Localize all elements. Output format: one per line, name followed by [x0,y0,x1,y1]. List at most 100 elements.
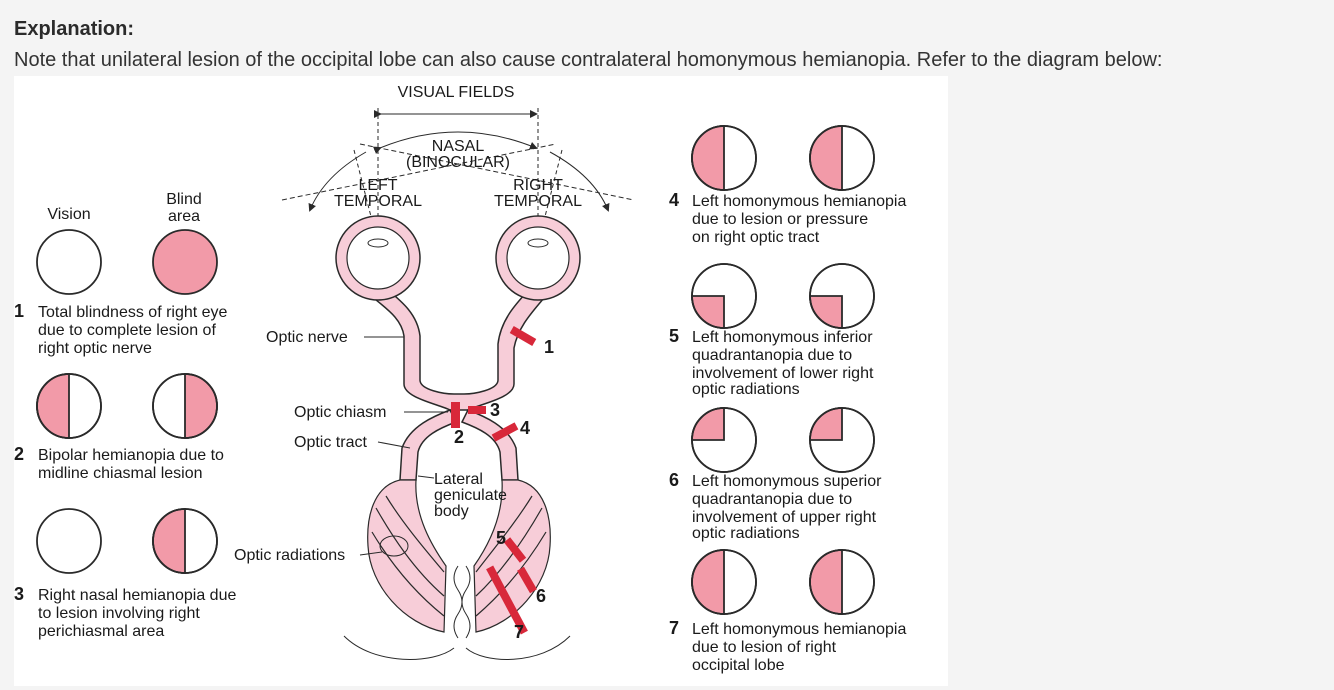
explanation-heading: Explanation: [14,18,135,40]
occipital-outline-right [465,635,571,660]
case6-left-eye-field [691,407,757,473]
case7-right-eye-field [809,549,875,615]
left-label: LEFT [358,177,397,194]
case3-left-eye-field [36,508,102,574]
visual-pathway-diagram: VISUAL FIELDS NASAL (BINOCULAR) LEFT TEM… [14,76,948,686]
optic-radiations-loop [379,535,409,557]
svg-text:due to lesion of right: due to lesion of right [692,639,837,656]
lesion-mark-1 [509,326,537,346]
svg-text:on right optic tract: on right optic tract [692,229,820,246]
svg-text:Right nasal hemianopia due: Right nasal hemianopia due [38,587,236,604]
svg-text:occipital lobe: occipital lobe [692,657,785,674]
svg-text:1: 1 [14,301,24,321]
svg-text:6: 6 [669,470,679,490]
optic-radiations-label: Optic radiations [234,547,345,564]
svg-text:4: 4 [669,190,679,210]
case-1-caption: 1 Total blindness of right eye due to co… [14,301,228,357]
case5-right-eye-field [809,263,875,329]
occipital-outline-left [343,635,455,660]
svg-text:Bipolar hemianopia due to: Bipolar hemianopia due to [38,447,224,464]
left-field-circles [36,229,218,574]
case-7-caption: 7 Left homonymous hemianopia due to lesi… [669,618,906,674]
optic-tract-leader [377,441,411,449]
lesion-mark-5 [503,537,527,563]
case5-left-eye-field [691,263,757,329]
case4-left-eye-field [691,125,757,191]
right-eye [495,215,581,301]
blind-column-header-area: area [168,208,200,225]
lesion-marks [451,326,537,635]
binocular-label: (BINOCULAR) [406,154,510,171]
midline-squiggle-right [461,565,471,639]
case-5-caption: 5 Left homonymous inferior quadrantanopi… [669,326,874,398]
svg-text:quadrantanopia due to: quadrantanopia due to [692,491,852,508]
case2-left-eye-field [36,373,102,439]
lesion-mark-2 [451,402,460,428]
optic-radiations-left [367,479,447,633]
svg-text:due to lesion or pressure: due to lesion or pressure [692,211,868,228]
case1-left-eye-field [36,229,102,295]
case-2-caption: 2 Bipolar hemianopia due to midline chia… [14,444,224,482]
lesion-number-6: 6 [536,586,546,606]
svg-text:midline chiasmal lesion: midline chiasmal lesion [38,465,203,482]
svg-text:Total blindness of right eye: Total blindness of right eye [38,304,228,321]
svg-text:due to complete lesion of: due to complete lesion of [38,322,216,339]
nasal-label: NASAL [432,138,485,155]
left-temporal-arc [308,151,367,212]
lesion-number-4: 4 [520,418,530,438]
svg-text:2: 2 [14,444,24,464]
lesion-number-1: 1 [544,337,554,357]
visual-pathway-svg: VISUAL FIELDS NASAL (BINOCULAR) LEFT TEM… [14,84,906,674]
svg-text:to lesion involving right: to lesion involving right [38,605,200,622]
optic-chiasm-label: Optic chiasm [294,404,386,421]
explanation-note: Note that unilateral lesion of the occip… [14,49,1163,71]
nasal-arc [372,131,538,154]
case-3-caption: 3 Right nasal hemianopia due to lesion i… [14,584,236,640]
left-temporal-label: TEMPORAL [334,193,422,210]
visual-fields-title: VISUAL FIELDS [398,84,515,101]
optic-tract-label: Optic tract [294,434,367,451]
case3-right-eye-field [152,508,218,574]
midline-squiggle-left [453,565,463,639]
case4-right-eye-field [809,125,875,191]
lesion-mark-3 [468,406,486,414]
case6-right-eye-field [809,407,875,473]
svg-text:quadrantanopia due to: quadrantanopia due to [692,347,852,364]
svg-text:7: 7 [669,618,679,638]
svg-text:Left homonymous hemianopia: Left homonymous hemianopia [692,193,906,210]
optic-radiations-leader [359,551,383,556]
sightline-2 [359,143,635,201]
case-6-caption: 6 Left homonymous superior quadrantanopi… [669,470,882,542]
lesion-number-5: 5 [496,528,506,548]
lgb-label-2: geniculate [434,487,507,504]
case7-left-eye-field [691,549,757,615]
blind-column-header: Blind [166,191,202,208]
lgb-label-3: body [434,503,469,520]
lesion-number-3: 3 [490,400,500,420]
sightline-1 [281,143,557,201]
vision-column-header: Vision [47,206,90,223]
svg-text:optic radiations: optic radiations [692,381,800,398]
lesion-mark-6 [517,566,537,594]
right-label: RIGHT [513,177,563,194]
svg-text:Left homonymous hemianopia: Left homonymous hemianopia [692,621,906,638]
case2-right-eye-field [152,373,218,439]
lgb-label-1: Lateral [434,471,483,488]
optic-radiations-right [473,479,551,633]
lesion-mark-7 [486,565,528,635]
right-temporal-label: TEMPORAL [494,193,582,210]
svg-text:optic radiations: optic radiations [692,525,800,542]
svg-text:5: 5 [669,326,679,346]
lesion-mark-4 [491,422,519,442]
svg-text:perichiasmal area: perichiasmal area [38,623,164,640]
lesion-number-2: 2 [454,427,464,447]
right-temporal-arc [549,151,610,212]
right-field-circles [691,125,875,615]
optic-nerve-label: Optic nerve [266,329,348,346]
left-eye [335,215,421,301]
case-4-caption: 4 Left homonymous hemianopia due to lesi… [669,190,906,246]
case1-right-eye-field [152,229,218,295]
svg-text:Left homonymous inferior: Left homonymous inferior [692,329,873,346]
lesion-number-7: 7 [514,622,524,642]
svg-text:Left homonymous superior: Left homonymous superior [692,473,882,490]
